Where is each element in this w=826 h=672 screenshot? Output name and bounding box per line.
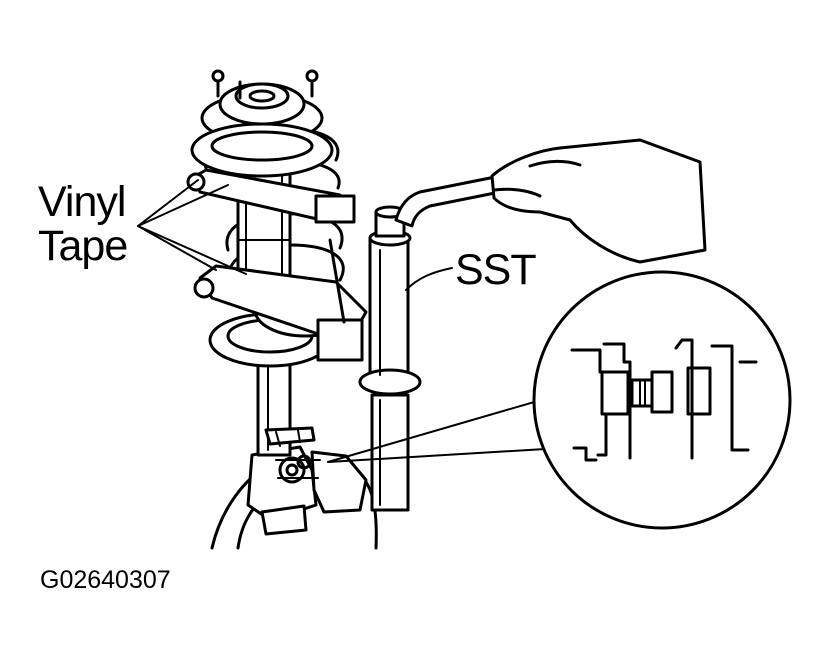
detail-inset — [532, 270, 792, 530]
figure-code: G02640307 — [40, 566, 171, 594]
upper-strut-mount — [190, 69, 334, 178]
detail-callout-pointer — [327, 397, 563, 463]
hand — [490, 138, 707, 264]
vinyl-tape-leaders — [137, 179, 247, 275]
compressor-upper-arm — [186, 168, 356, 224]
sst-tool — [358, 205, 422, 512]
sst-label: SST — [455, 246, 537, 294]
compressor-lower-arm — [193, 238, 368, 362]
vinyl-label-line2: Tape — [38, 222, 128, 270]
steering-knuckle — [210, 445, 378, 550]
vinyl-label-line1: Vinyl — [38, 178, 126, 226]
sst-leader — [405, 267, 453, 291]
